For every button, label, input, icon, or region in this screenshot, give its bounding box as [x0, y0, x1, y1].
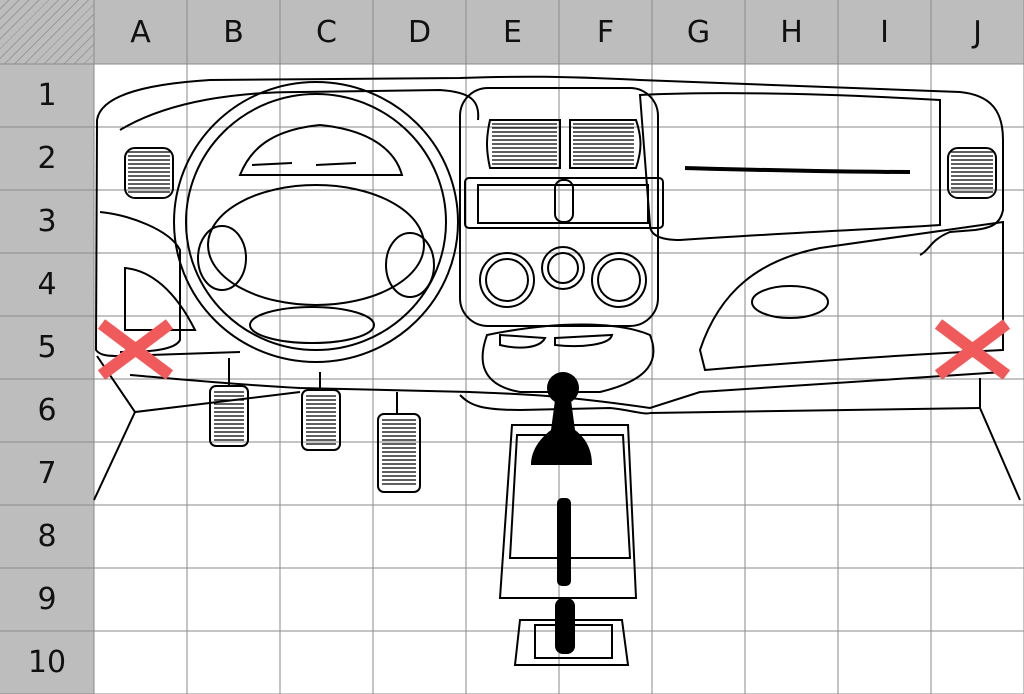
steering-pad-right	[385, 232, 435, 298]
row-header-8: 8	[0, 505, 94, 568]
column-header-i: I	[838, 0, 931, 64]
dashboard-bottom-line	[96, 355, 301, 414]
row-header-10: 10	[0, 631, 94, 694]
grid-corner-hatch	[0, 0, 94, 64]
climate-dial-center	[541, 246, 585, 290]
floor-mid	[649, 407, 981, 414]
left-air-vent	[124, 147, 174, 199]
center-vent-right	[569, 119, 642, 169]
column-header-d: D	[373, 0, 466, 64]
horn-pad	[249, 306, 375, 344]
left-knee-panel	[99, 211, 181, 353]
row-header-5: 5	[0, 316, 94, 379]
center-vent-left	[486, 119, 561, 169]
detail-lines	[128, 123, 993, 485]
passenger-lower	[698, 220, 1004, 372]
dashboard-outline	[96, 75, 1004, 256]
steering-pad-left	[197, 225, 247, 291]
row-header-7: 7	[0, 442, 94, 505]
floor-right	[979, 378, 1021, 501]
right-air-vent	[947, 147, 997, 199]
radio-slot	[477, 184, 649, 224]
x-markers	[97, 319, 1011, 380]
radio-unit	[464, 177, 664, 229]
row-header-4: 4	[0, 253, 94, 316]
row-header-1: 1	[0, 64, 94, 127]
x-marker-right	[934, 319, 1011, 380]
steering-wheel-outer	[173, 81, 459, 363]
row-header-2: 2	[0, 127, 94, 190]
gear-tunnel-outer	[498, 424, 638, 599]
steering-wheel-inner	[185, 93, 447, 351]
climate-dial-left	[479, 252, 535, 308]
row-header-3: 3	[0, 190, 94, 253]
row-header-9: 9	[0, 568, 94, 631]
climate-dial-right	[591, 252, 647, 308]
column-header-g: G	[652, 0, 745, 64]
glovebox-area	[638, 92, 941, 242]
steering-hub	[207, 184, 425, 306]
floor-left	[93, 411, 136, 501]
column-header-e: E	[466, 0, 559, 64]
gear-shifter	[531, 372, 592, 654]
column-header-j: J	[931, 0, 1024, 64]
column-header-b: B	[187, 0, 280, 64]
glovebox-handle	[751, 285, 829, 319]
column-header-a: A	[94, 0, 187, 64]
left-pocket	[124, 266, 197, 331]
pedal-accelerator	[377, 413, 421, 493]
center-console-top	[459, 394, 651, 415]
column-header-c: C	[280, 0, 373, 64]
column-header-h: H	[745, 0, 838, 64]
column-header-f: F	[559, 0, 652, 64]
dashboard-top-inner	[119, 88, 480, 131]
lower-console	[481, 323, 655, 393]
radio-knob	[554, 179, 574, 223]
gear-base	[513, 619, 630, 666]
gear-knob	[547, 372, 579, 404]
dash-trim-line	[684, 166, 911, 174]
instrument-cluster	[238, 123, 404, 176]
x-marker-left	[97, 319, 174, 380]
row-header-6: 6	[0, 379, 94, 442]
